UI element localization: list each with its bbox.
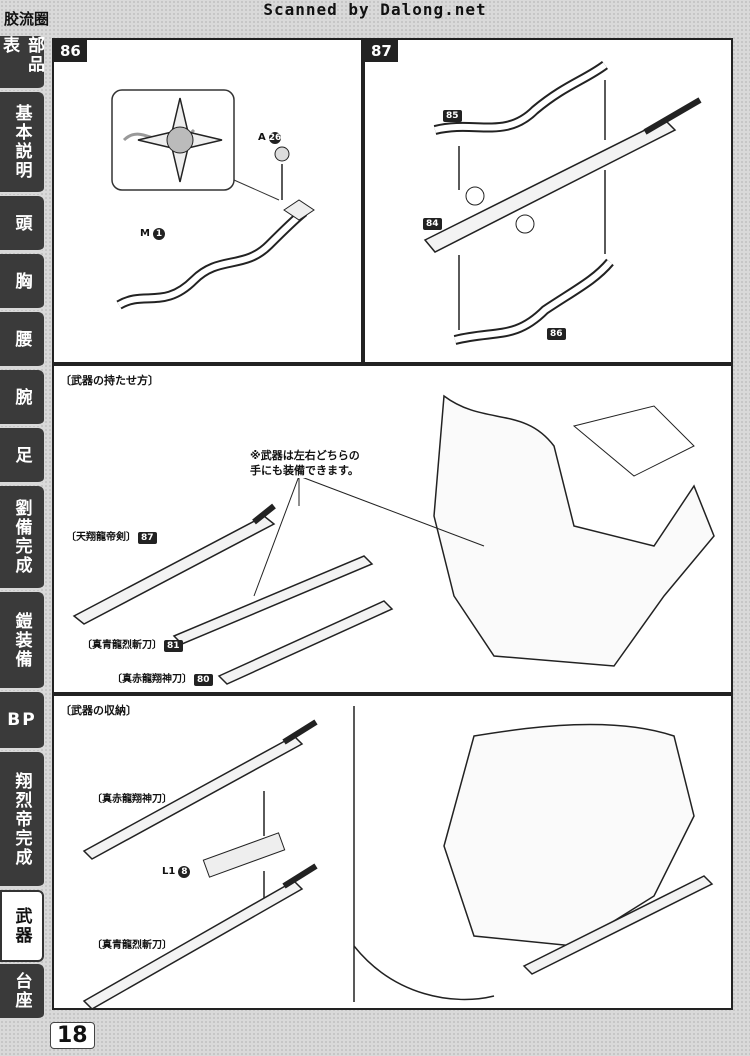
step-87-panel: 87 85 84 86 [363,38,733,364]
tab-waist[interactable]: 腰 [0,312,44,368]
weapon-label-3: 〔真赤龍翔神刀〕80 [112,670,213,686]
step-86-illustration [111,89,315,310]
tab-armor[interactable]: 鎧装備 [0,592,44,690]
weapon-label-2: 〔真青龍烈斬刀〕81 [82,636,183,652]
note-line-1: ※武器は左右どちらの [250,449,360,462]
weapon-hand-note: ※武器は左右どちらの 手にも装備できます。 [250,448,360,478]
tab-base[interactable]: 台座 [0,964,44,1020]
brand-logo: 胶流圈 [4,10,50,28]
weapon-name: 〔真赤龍翔神刀〕 [112,674,192,685]
weapon-number: 81 [164,640,183,652]
badge-85: 85 [441,110,462,122]
part-l1-letter: L1 [162,866,176,877]
weapon-holding-panel: 〔武器の持たせ方〕 ※武器は左右どちらの 手にも装備できます。 〔天翔龍帝剣〕8… [52,364,733,694]
tab-weapons[interactable]: 武器 [0,890,44,962]
storage-weapon-a: 〔真赤龍翔神刀〕 [92,794,172,805]
note-line-2: 手にも装備できます。 [250,464,359,477]
step-87-illustration [423,60,702,345]
weapon-holding-illustration [72,394,715,685]
weapon-name: 〔天翔龍帝剣〕 [66,532,136,543]
step-number: 86 [54,40,87,62]
badge-84-text: 84 [423,218,442,230]
badge-85-text: 85 [443,110,462,122]
badge-86-text: 86 [547,328,566,340]
tab-emperor-complete[interactable]: 翔烈帝完成 [0,752,44,888]
part-a-letter: A [258,132,266,143]
tab-leg[interactable]: 足 [0,428,44,484]
tab-liubei-complete[interactable]: 劉備完成 [0,486,44,590]
weapon-name: 〔真青龍烈斬刀〕 [82,640,162,651]
storage-weapon-b: 〔真青龍烈斬刀〕 [92,940,172,951]
badge-86: 86 [545,328,566,340]
tab-arm[interactable]: 腕 [0,370,44,426]
part-m-letter: M [140,228,150,239]
tab-bp[interactable]: BP [0,692,44,750]
section-title: 〔武器の持たせ方〕 [60,374,159,387]
scan-credit: Scanned by Dalong.net [263,0,487,19]
tab-chest[interactable]: 胸 [0,254,44,310]
part-m-number: 1 [152,228,165,240]
tab-head[interactable]: 頭 [0,196,44,252]
step-number: 87 [365,40,398,62]
weapon-label-1: 〔天翔龍帝剣〕87 [66,528,157,544]
section-title: 〔武器の収納〕 [60,704,137,717]
tab-parts-list[interactable]: 部品表 [0,36,44,90]
weapon-number: 80 [194,674,213,686]
weapon-number: 87 [138,532,157,544]
tab-basics[interactable]: 基本説明 [0,92,44,194]
part-l1-number: 8 [178,866,191,878]
badge-84: 84 [421,218,442,230]
part-a-number: 26 [268,132,282,144]
weapon-storage-illustration [82,706,714,1008]
page-number: 18 [50,1022,95,1049]
